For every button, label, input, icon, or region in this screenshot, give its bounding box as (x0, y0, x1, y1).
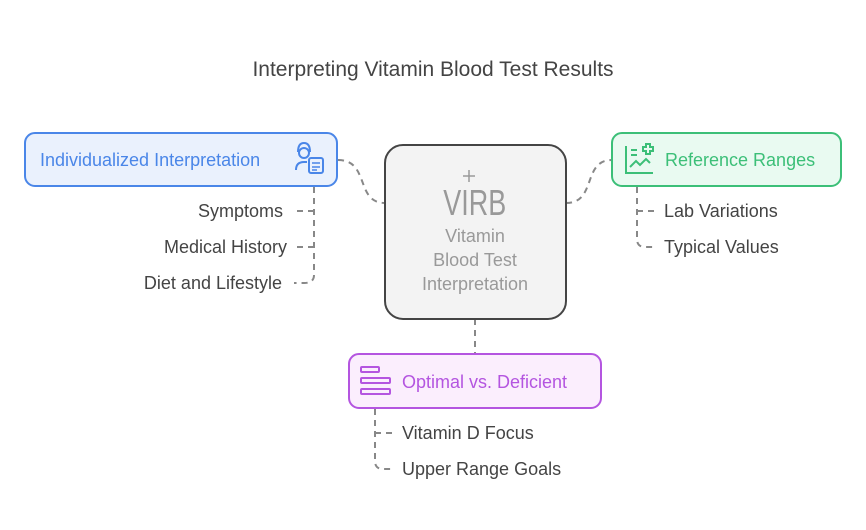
child-item: Vitamin D Focus (402, 423, 534, 443)
user-document-icon (295, 141, 324, 174)
center-line: Blood Test (433, 250, 517, 270)
connector-individualized-children (294, 187, 315, 284)
child-item: Symptoms (198, 201, 283, 221)
child-item: Typical Values (664, 237, 779, 257)
connector-center-reference (565, 159, 613, 204)
child-item: Lab Variations (664, 201, 778, 221)
connector-reference-children (636, 187, 655, 248)
node-label: Optimal vs. Deficient (402, 372, 567, 392)
connectors (294, 159, 655, 470)
child-item: Medical History (164, 237, 287, 257)
child-item: Upper Range Goals (402, 459, 561, 479)
center-line: Vitamin (445, 226, 505, 246)
node-individualized-interpretation[interactable]: Individualized Interpretation (24, 132, 338, 187)
connector-optimal-children (374, 409, 393, 470)
node-label: Reference Ranges (665, 150, 815, 170)
center-logo-text: VIRB (443, 182, 506, 223)
child-item: Diet and Lifestyle (144, 273, 282, 293)
connector-center-individualized (337, 159, 386, 204)
virb-logo-icon: VIRB (443, 170, 506, 223)
horizontal-bars-icon (360, 366, 391, 395)
center-node[interactable]: VIRB Vitamin Blood Test Interpretation (384, 144, 567, 320)
node-reference-ranges[interactable]: Reference Ranges (611, 132, 842, 187)
node-label: Individualized Interpretation (40, 150, 260, 170)
center-line: Interpretation (422, 274, 528, 294)
chart-plus-icon (625, 143, 654, 174)
node-optimal-vs-deficient[interactable]: Optimal vs. Deficient (348, 353, 602, 409)
diagram-title: Interpreting Vitamin Blood Test Results (252, 58, 613, 81)
